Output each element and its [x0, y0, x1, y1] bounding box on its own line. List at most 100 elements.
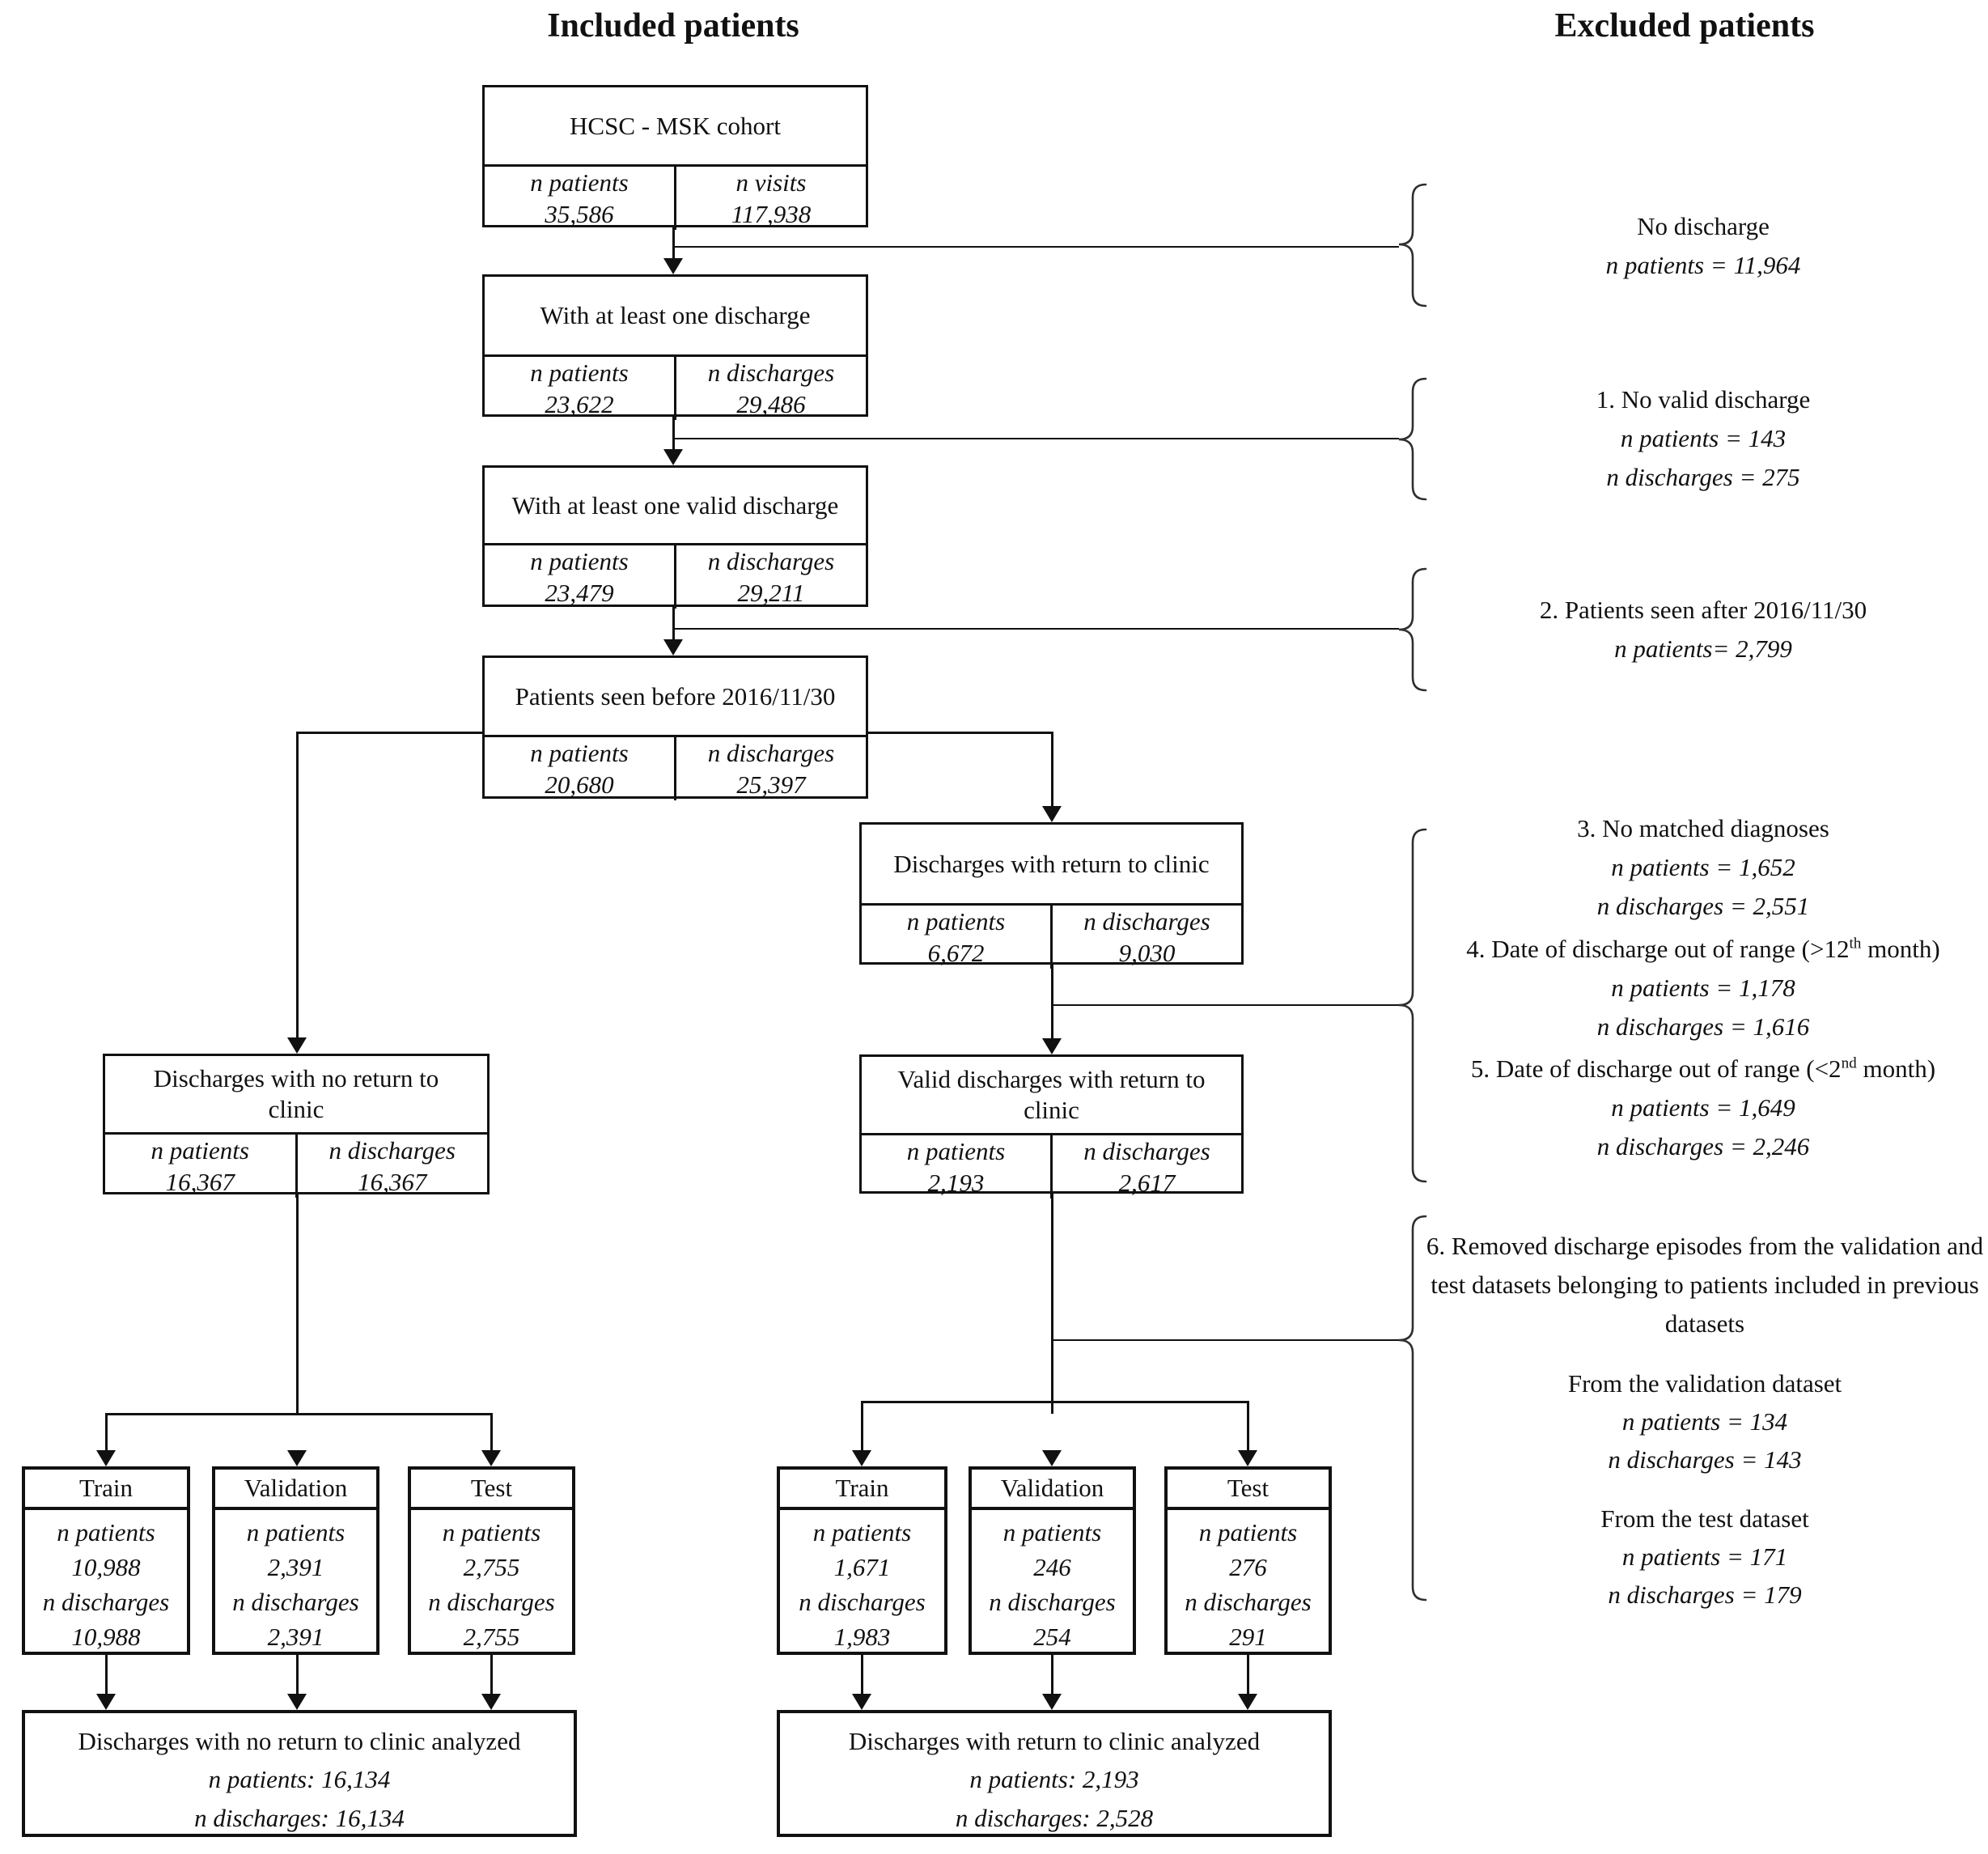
box-valid-return: Valid discharges with return to clinic n… — [859, 1054, 1244, 1199]
box-one-discharge: With at least one discharge n patients 2… — [482, 274, 868, 420]
stat-value: 246 — [1033, 1553, 1071, 1581]
exclusion-n-discharges: n discharges = 1,616 — [1596, 1012, 1810, 1041]
stat-value: 35,586 — [545, 200, 614, 228]
stat-value: 16,367 — [165, 1168, 235, 1196]
ordinal-superscript: th — [1849, 935, 1862, 952]
box-valid-discharge-stats: n patients 23,479 n discharges 29,211 — [485, 543, 866, 609]
exclusion-n-patients: n patients = 171 — [1621, 1542, 1788, 1571]
exclusion-n-discharges: n discharges = 2,246 — [1596, 1132, 1810, 1160]
analyzed-title: Discharges with return to clinic analyze… — [848, 1727, 1261, 1755]
box-cohort: HCSC - MSK cohort n patients 35,586 n vi… — [482, 85, 868, 230]
dataset-stats: n patients 2,755 n discharges 2,755 — [411, 1510, 572, 1654]
stat-label: n patients — [530, 547, 629, 575]
exclusion-title: 2. Patients seen after 2016/11/30 — [1539, 596, 1867, 624]
box-no-return-title: Discharges with no return to clinic — [153, 1064, 439, 1123]
exclusion-title: 6. Removed discharge episodes from the v… — [1426, 1232, 1984, 1338]
stat-value: 29,211 — [737, 579, 805, 607]
arrow-down-icon — [663, 639, 683, 655]
exclusion-title: 1. No valid discharge — [1596, 385, 1811, 414]
exclusion-n-patients: n patients = 134 — [1621, 1407, 1788, 1436]
arrow-down-icon — [287, 1694, 307, 1710]
exclusion-test-subsection: From the test dataset n patients = 171 n… — [1422, 1500, 1988, 1614]
arrow-down-icon — [481, 1694, 501, 1710]
exclusion-n-discharges: n discharges = 2,551 — [1596, 892, 1810, 920]
stat-label: n discharges — [707, 739, 835, 767]
dataset-title: Train — [780, 1470, 944, 1510]
stat-label: n patients — [812, 1518, 912, 1546]
exclusion-removed-episodes: 6. Removed discharge episodes from the v… — [1422, 1227, 1988, 1614]
stat-value: 20,680 — [545, 770, 614, 799]
stat-value: 23,479 — [545, 579, 614, 607]
exclusion-n-patients: n patients = 1,652 — [1611, 853, 1795, 881]
box-valid-return-title: Valid discharges with return to clinic — [897, 1065, 1206, 1124]
exclusion-no-valid-discharge: 1. No valid discharge n patients = 143 n… — [1428, 380, 1978, 497]
stat-value: 2,391 — [267, 1623, 324, 1651]
exclusion-n-patients: n patients = 143 — [1620, 424, 1787, 452]
stat-value: 291 — [1229, 1623, 1267, 1651]
connector-line — [861, 1402, 863, 1450]
box-valid-return-stats: n patients 2,193 n discharges 2,617 — [862, 1133, 1241, 1199]
ordinal-superscript: nd — [1841, 1054, 1857, 1072]
stat-label: n patients — [530, 739, 629, 767]
arrow-down-icon — [287, 1037, 307, 1054]
patients-cell: n patients 16,367 — [105, 1135, 298, 1198]
dataset-stats: n patients 246 n discharges 254 — [972, 1510, 1133, 1654]
arrow-down-icon — [1042, 1694, 1062, 1710]
stat-label: n discharges — [1185, 1588, 1312, 1616]
connector-line — [1051, 732, 1053, 806]
stat-value: 16,367 — [358, 1168, 427, 1196]
stat-value: 29,486 — [736, 390, 806, 418]
exclusion-n-patients: n patients = 1,178 — [1611, 974, 1795, 1002]
stat-value: 10,988 — [71, 1553, 141, 1581]
box-return-title: Discharges with return to clinic — [893, 849, 1210, 878]
dataset-title: Train — [25, 1470, 187, 1510]
connector-line — [490, 1655, 493, 1694]
connector-line — [490, 1414, 493, 1450]
patients-cell: n patients 23,622 — [485, 357, 676, 420]
exclusion-n-discharges: n discharges = 275 — [1606, 463, 1800, 491]
stat-value: 6,672 — [927, 939, 985, 967]
box-seen-before: Patients seen before 2016/11/30 n patien… — [482, 655, 868, 800]
exclusion-no-matched-diagnoses: 3. No matched diagnoses n patients = 1,6… — [1428, 809, 1978, 926]
excluded-patients-header: Excluded patients — [1554, 7, 1815, 45]
stat-label: n patients — [1002, 1518, 1102, 1546]
connector-line — [672, 227, 675, 258]
patients-cell: n patients 23,479 — [485, 545, 676, 609]
exclusion-title: 5. Date of discharge out of range (<2nd … — [1428, 1050, 1978, 1088]
stat-value: 2,755 — [463, 1623, 520, 1651]
connector-line — [296, 1655, 299, 1694]
arrow-down-icon — [1042, 806, 1062, 822]
stat-value: 10,988 — [71, 1623, 141, 1651]
connector-line — [1051, 965, 1053, 1038]
stat-label: n discharges — [1083, 907, 1210, 935]
stat-value: 2,755 — [463, 1553, 520, 1581]
stat-value: 2,617 — [1118, 1169, 1176, 1197]
exclusion-connector — [673, 628, 1399, 630]
dataset-title: Test — [411, 1470, 572, 1510]
box-cohort-visits-cell: n visits 117,938 — [676, 167, 866, 230]
arrow-down-icon — [96, 1694, 116, 1710]
stat-label: n discharges — [232, 1588, 359, 1616]
discharges-cell: n discharges 2,617 — [1053, 1135, 1241, 1199]
exclusion-title-text: 5. Date of discharge out of range (<2 — [1470, 1054, 1842, 1083]
stat-value: 2,391 — [267, 1553, 324, 1581]
stat-label: n discharges — [989, 1588, 1116, 1616]
box-cohort-stats: n patients 35,586 n visits 117,938 — [485, 164, 866, 230]
box-no-return-validation: Validation n patients 2,391 n discharges… — [212, 1466, 379, 1655]
box-return-stats: n patients 6,672 n discharges 9,030 — [862, 903, 1241, 969]
stat-value: 23,622 — [545, 390, 614, 418]
box-seen-before-stats: n patients 20,680 n discharges 25,397 — [485, 735, 866, 800]
arrow-down-icon — [852, 1450, 871, 1466]
branch-connector — [868, 732, 1053, 734]
exclusion-seen-after: 2. Patients seen after 2016/11/30 n pati… — [1428, 591, 1978, 668]
discharges-cell: n discharges 25,397 — [676, 737, 866, 800]
box-return: Discharges with return to clinic n patie… — [859, 822, 1244, 969]
brace-icon — [1398, 1215, 1427, 1602]
stat-label: n patients — [906, 1137, 1006, 1165]
box-no-return-test: Test n patients 2,755 n discharges 2,755 — [408, 1466, 575, 1655]
connector-line — [672, 417, 675, 449]
exclusion-title-text: month) — [1856, 1054, 1936, 1083]
box-one-discharge-title: With at least one discharge — [540, 301, 811, 329]
subsection-title: From the validation dataset — [1567, 1369, 1842, 1398]
split-connector — [861, 1401, 1249, 1403]
